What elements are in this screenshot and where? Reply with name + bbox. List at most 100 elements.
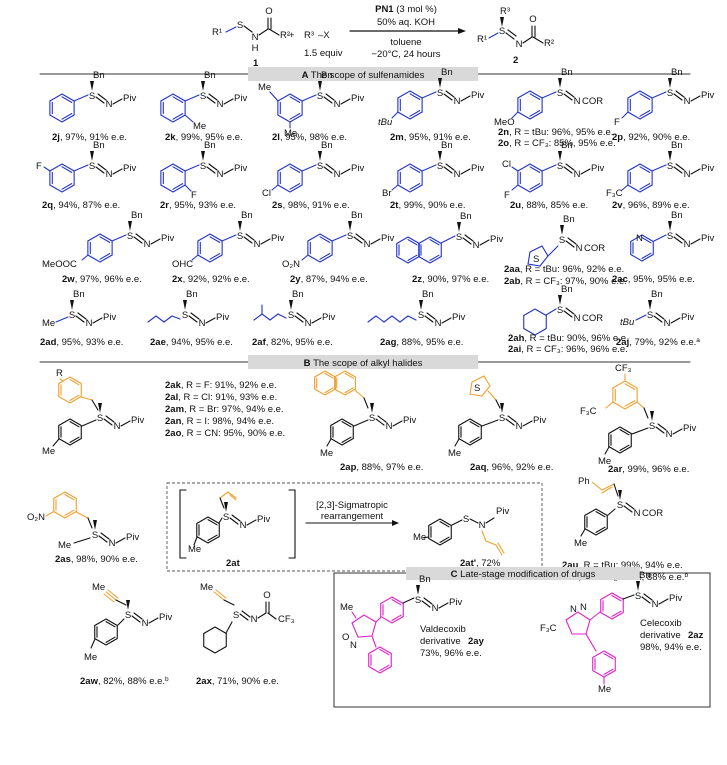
bond (402, 597, 415, 604)
nitrogen-atom: N (334, 169, 341, 180)
benzyl-group: Bn (186, 289, 198, 300)
aryl-s-bond (331, 234, 347, 242)
bond (589, 611, 601, 621)
aromatic-bond (639, 166, 651, 173)
nitrogen-atom: N (217, 169, 224, 180)
pivaloyl-group: Piv (161, 233, 174, 244)
fluoro-group: F (504, 190, 510, 201)
r-substituent: R (56, 368, 63, 379)
methyl-group: Me (200, 582, 213, 593)
s-n-bond (655, 426, 665, 434)
nitrogen-atom: N (254, 239, 261, 250)
pivaloyl-group: Piv (234, 163, 247, 174)
s-n-bond (675, 163, 685, 171)
arrow-head (458, 28, 466, 34)
s-n-bond (563, 166, 573, 174)
tbutyl-group: tBu (378, 117, 393, 128)
aryl-ring (517, 90, 543, 120)
isoxazole-oxygen: O (342, 632, 349, 643)
s-n-bond (623, 505, 633, 513)
wedge-bond (438, 151, 442, 161)
phenyl-ring (368, 646, 392, 674)
wedge-bond (289, 300, 293, 310)
n-c-bond (460, 95, 471, 102)
wedge-bond (668, 78, 672, 88)
aryl-ring (53, 491, 77, 519)
n-c-bond (340, 168, 351, 175)
alkene-bond (601, 483, 615, 491)
aryl-ring (627, 163, 653, 193)
compound-label: 2ad, 95%, 93% e.e. (40, 337, 123, 348)
aryl-s-bond (184, 164, 200, 172)
bond (241, 610, 251, 618)
valdecoxib-derivative-label: derivative (420, 636, 461, 647)
compound-label: 2aw, 82%, 88% e.e.b (80, 676, 169, 688)
wedge-bond (500, 403, 504, 413)
r1-group: R¹ (477, 34, 487, 45)
nitrogen-atom: N (652, 599, 659, 610)
trifluoromethyl-group: F₃C (540, 623, 557, 634)
n-c-bond (658, 598, 669, 605)
bond (511, 111, 519, 119)
aryl-ring (49, 163, 75, 193)
aromatic-bond (409, 110, 421, 117)
wedge-bond (93, 520, 97, 530)
aryl-s-bond (653, 234, 667, 242)
sulfur-atom: S (559, 235, 565, 246)
benzyl-group: Bn (131, 210, 143, 221)
alkyl-bond (407, 315, 417, 321)
s-n-bond (353, 236, 363, 244)
sulfur-atom: S (437, 88, 443, 99)
bond (301, 254, 309, 261)
bond (55, 316, 69, 323)
s-n-bond (507, 415, 517, 423)
s-n-bond (131, 615, 141, 623)
methyl-group: Me (92, 582, 105, 593)
n-c-bond (670, 317, 681, 324)
bromo-group: Br (382, 188, 392, 199)
reactant-1-label: 1 (253, 58, 259, 69)
pivaloyl-group: Piv (351, 163, 364, 174)
aromatic-bond (172, 113, 184, 120)
wedge-bond (416, 585, 420, 595)
aromatic-bond (289, 113, 301, 120)
wedge-bond (370, 403, 374, 413)
bond (621, 184, 629, 191)
compound-label: 2am, R = Br: 97%, 94% e.e. (165, 404, 284, 415)
wedge-bond (438, 78, 442, 88)
wedge-bond (70, 300, 74, 310)
aromatic-bond (624, 400, 636, 407)
s-n-bond (133, 612, 143, 620)
s-n-bond (95, 96, 105, 104)
methyl-group: Me (598, 456, 611, 467)
nitrogen-atom: N (574, 169, 581, 180)
n-c-bond (460, 168, 471, 175)
alkyl-bond (383, 315, 393, 323)
benzyl-group: Bn (321, 140, 333, 151)
aromatic-bond (619, 444, 630, 451)
acyl-group: COR (642, 508, 663, 519)
aromatic-bond (172, 96, 184, 103)
nitrogen-atom: N (684, 169, 691, 180)
aromatic-bond (391, 614, 402, 621)
pivaloyl-group: Piv (123, 163, 136, 174)
aryl-s-bond (301, 164, 317, 172)
n-c-bond (690, 238, 701, 245)
methyl-group: Me (42, 446, 55, 457)
aromatic-bond (289, 96, 301, 103)
nitrogen-atom: N (684, 239, 691, 250)
compound-label: 2ac, 95%, 95% e.e. (612, 274, 695, 285)
sulfur-atom: S (317, 161, 323, 172)
rearrangement-line2: rearrangement (321, 511, 384, 522)
aromatic-bond (595, 526, 606, 533)
ch2-bond (354, 389, 365, 399)
naphthyl-ring (334, 370, 356, 396)
phenyl-group: Ph (578, 476, 590, 487)
bond (495, 399, 501, 409)
s-n-bond (294, 315, 304, 323)
aryl-s-bond (421, 91, 437, 99)
aromatic-bond (99, 253, 111, 260)
wedge-bond (650, 411, 654, 421)
catalyst-text: PN1 (3 mol %) (375, 4, 437, 15)
